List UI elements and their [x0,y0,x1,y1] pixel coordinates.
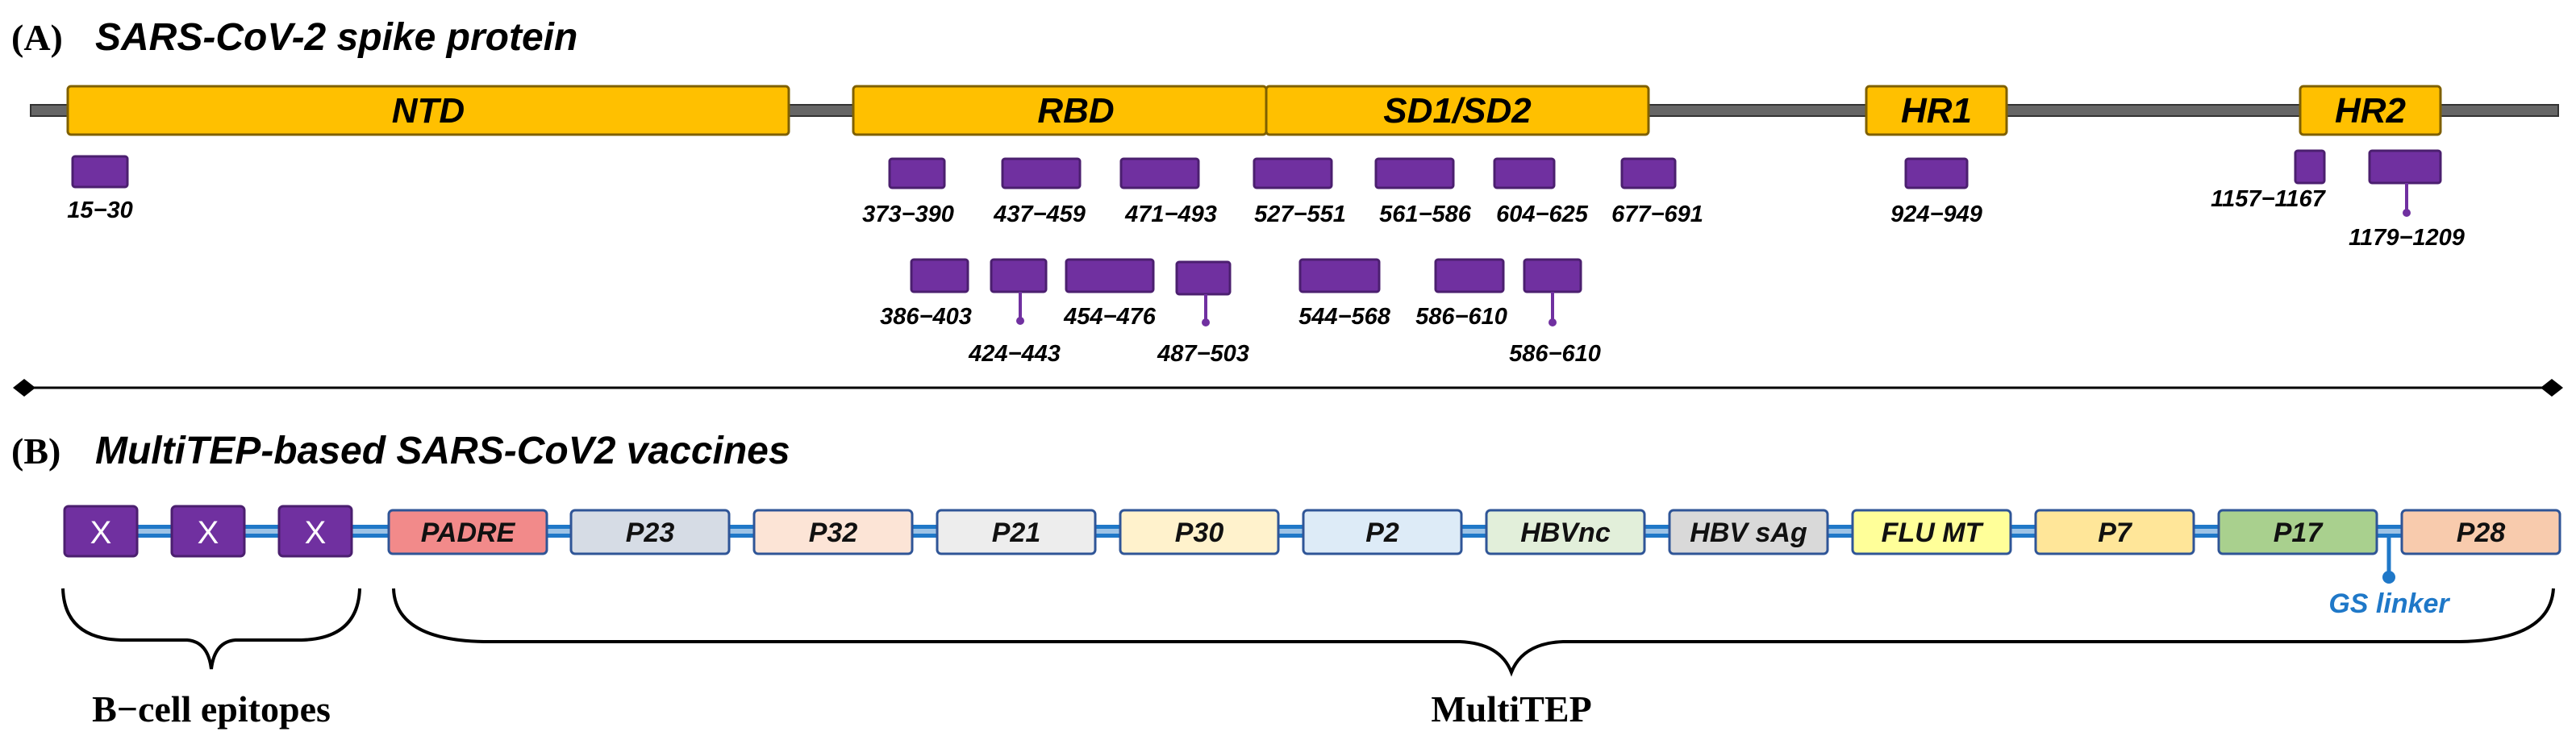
domain-hr1 [1865,85,2008,136]
epitope-label: 604−625 [1496,202,1589,227]
peptide-label-p21: P21 [992,518,1041,548]
domain-label-hr2: HR2 [2335,91,2407,131]
epitope-box [888,157,946,189]
peptide-flu-mt [1851,509,2012,555]
epitope-box [71,155,129,189]
epitope-label: 924−949 [1890,202,1982,227]
epitope-label: 424−443 [968,341,1061,367]
bcell-unit-label: X [305,515,327,551]
bcell-unit [170,505,246,558]
epitope-label: 373−390 [862,202,954,227]
epitope-box [1119,157,1200,189]
epitope-stem-dot [1202,318,1210,326]
bcell-unit-label: X [90,515,112,551]
epitope-box [1620,157,1677,189]
separator-diamond-left [13,379,35,397]
epitope-box [1374,157,1455,189]
peptide-p23 [569,509,731,555]
peptide-label-p23: P23 [626,518,675,548]
spike-domains: NTD RBD SD1/SD2 HR1 HR2 [66,85,2442,136]
peptide-padre [387,509,548,555]
peptide-p2 [1302,509,1463,555]
peptide-label-p7: P7 [2098,518,2133,548]
bcell-unit [277,505,353,558]
domain-ntd [66,85,790,136]
domain-label-hr1: HR1 [1901,91,1972,131]
epitope-box [1298,258,1381,293]
epitope-stem-dot [1549,318,1557,326]
domain-hr2 [2299,85,2442,136]
epitope-box [990,258,1048,293]
epitope-label: 487−503 [1157,341,1249,367]
bcell-brace-label: B−cell epitopes [92,688,331,730]
epitope-box [1434,258,1505,293]
domain-sd1-sd2 [1265,85,1650,136]
epitope-box [1904,157,1969,189]
epitope-label: 471−493 [1124,202,1217,227]
peptide-p30 [1119,509,1280,555]
peptide-hbvnc [1485,509,1646,555]
panel-a-label: (A) [11,17,63,58]
epitope-label: 586−610 [1509,341,1601,367]
epitope-label: 544−568 [1298,304,1391,330]
epitope-label: 527−551 [1254,202,1346,227]
peptide-label-p28: P28 [2457,518,2506,548]
peptide-label-flu-mt: FLU MT [1882,518,1985,548]
epitope-box [1523,258,1582,293]
peptide-p7 [2034,509,2195,555]
peptide-hbv-sag [1668,509,1829,555]
panel-b-title: MultiTEP-based SARS-CoV2 vaccines [95,430,790,472]
multitep-peptides: PADRE P23 P32 P21 P30 P2 HBVnc HBV sAg F… [387,509,2561,555]
peptide-label-p30: P30 [1175,518,1224,548]
bcell-unit [63,505,139,558]
epitope-label: 15−30 [67,197,132,223]
domain-label-ntd: NTD [392,91,465,131]
epitope-label: 586−610 [1415,304,1507,330]
domain-label-sd1-sd2: SD1/SD2 [1383,91,1532,131]
peptide-label-p2: P2 [1365,518,1399,548]
peptide-label-p17: P17 [2274,518,2324,548]
panel-a-title: SARS-CoV-2 spike protein [95,16,577,59]
epitope-box [1001,157,1082,189]
epitope-label: 454−476 [1063,304,1157,330]
epitope-box [1253,157,1333,189]
peptide-p28 [2400,509,2561,555]
epitope-label: 677−691 [1611,202,1703,227]
peptide-p17 [2217,509,2378,555]
epitope-stem-dot [1016,317,1024,325]
epitope-box [910,258,969,293]
epitope-group: 15−30 373−390 437−459 471−493 527−551 56… [67,149,2465,367]
bcell-unit-label: X [198,515,219,551]
gs-linker-dot [2382,571,2395,584]
peptide-p21 [936,509,1097,555]
separator-diamond-right [2541,379,2563,397]
panel-b-label: (B) [11,430,60,472]
multitep-brace [392,588,2555,677]
epitope-label: 437−459 [993,202,1086,227]
epitope-stem-dot [2403,209,2411,217]
epitope-label: 561−586 [1379,202,1472,227]
gs-linker-label: GS linker [2328,588,2450,619]
multitep-brace-label: MultiTEP [1431,688,1591,730]
bcell-brace [61,588,361,670]
epitope-box [2294,149,2326,185]
epitope-label: 386−403 [880,304,972,330]
epitope-box [1175,260,1232,296]
epitope-label: 1179−1209 [2349,225,2465,251]
domain-label-rbd: RBD [1037,91,1114,131]
epitope-box [2368,149,2442,185]
bcell-epitope-units: X X X [63,505,353,558]
peptide-label-hbvnc: HBVnc [1520,518,1611,548]
epitope-box [1065,258,1155,293]
peptide-p32 [752,509,914,555]
epitope-box [1493,157,1556,189]
epitope-label: 1157−1167 [2211,186,2327,212]
peptide-label-padre: PADRE [421,518,516,548]
peptide-label-hbv-sag: HBV sAg [1690,518,1807,548]
peptide-label-p32: P32 [809,518,858,548]
